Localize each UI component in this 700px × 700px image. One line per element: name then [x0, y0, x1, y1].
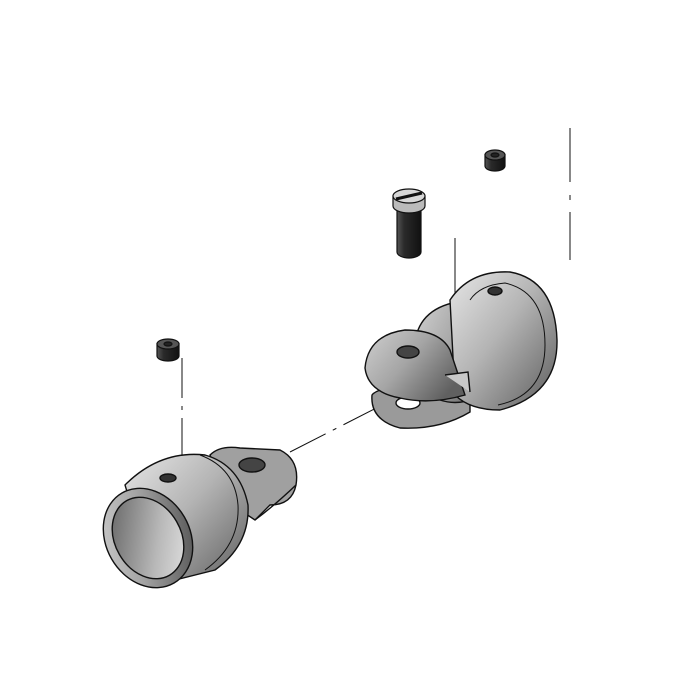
- tube-end-fitting: [102, 446, 298, 589]
- set-screw-top: [484, 149, 506, 172]
- slotted-pin-screw: [392, 188, 426, 259]
- clevis-fitting: [364, 271, 558, 429]
- set-screw-left: [156, 338, 180, 362]
